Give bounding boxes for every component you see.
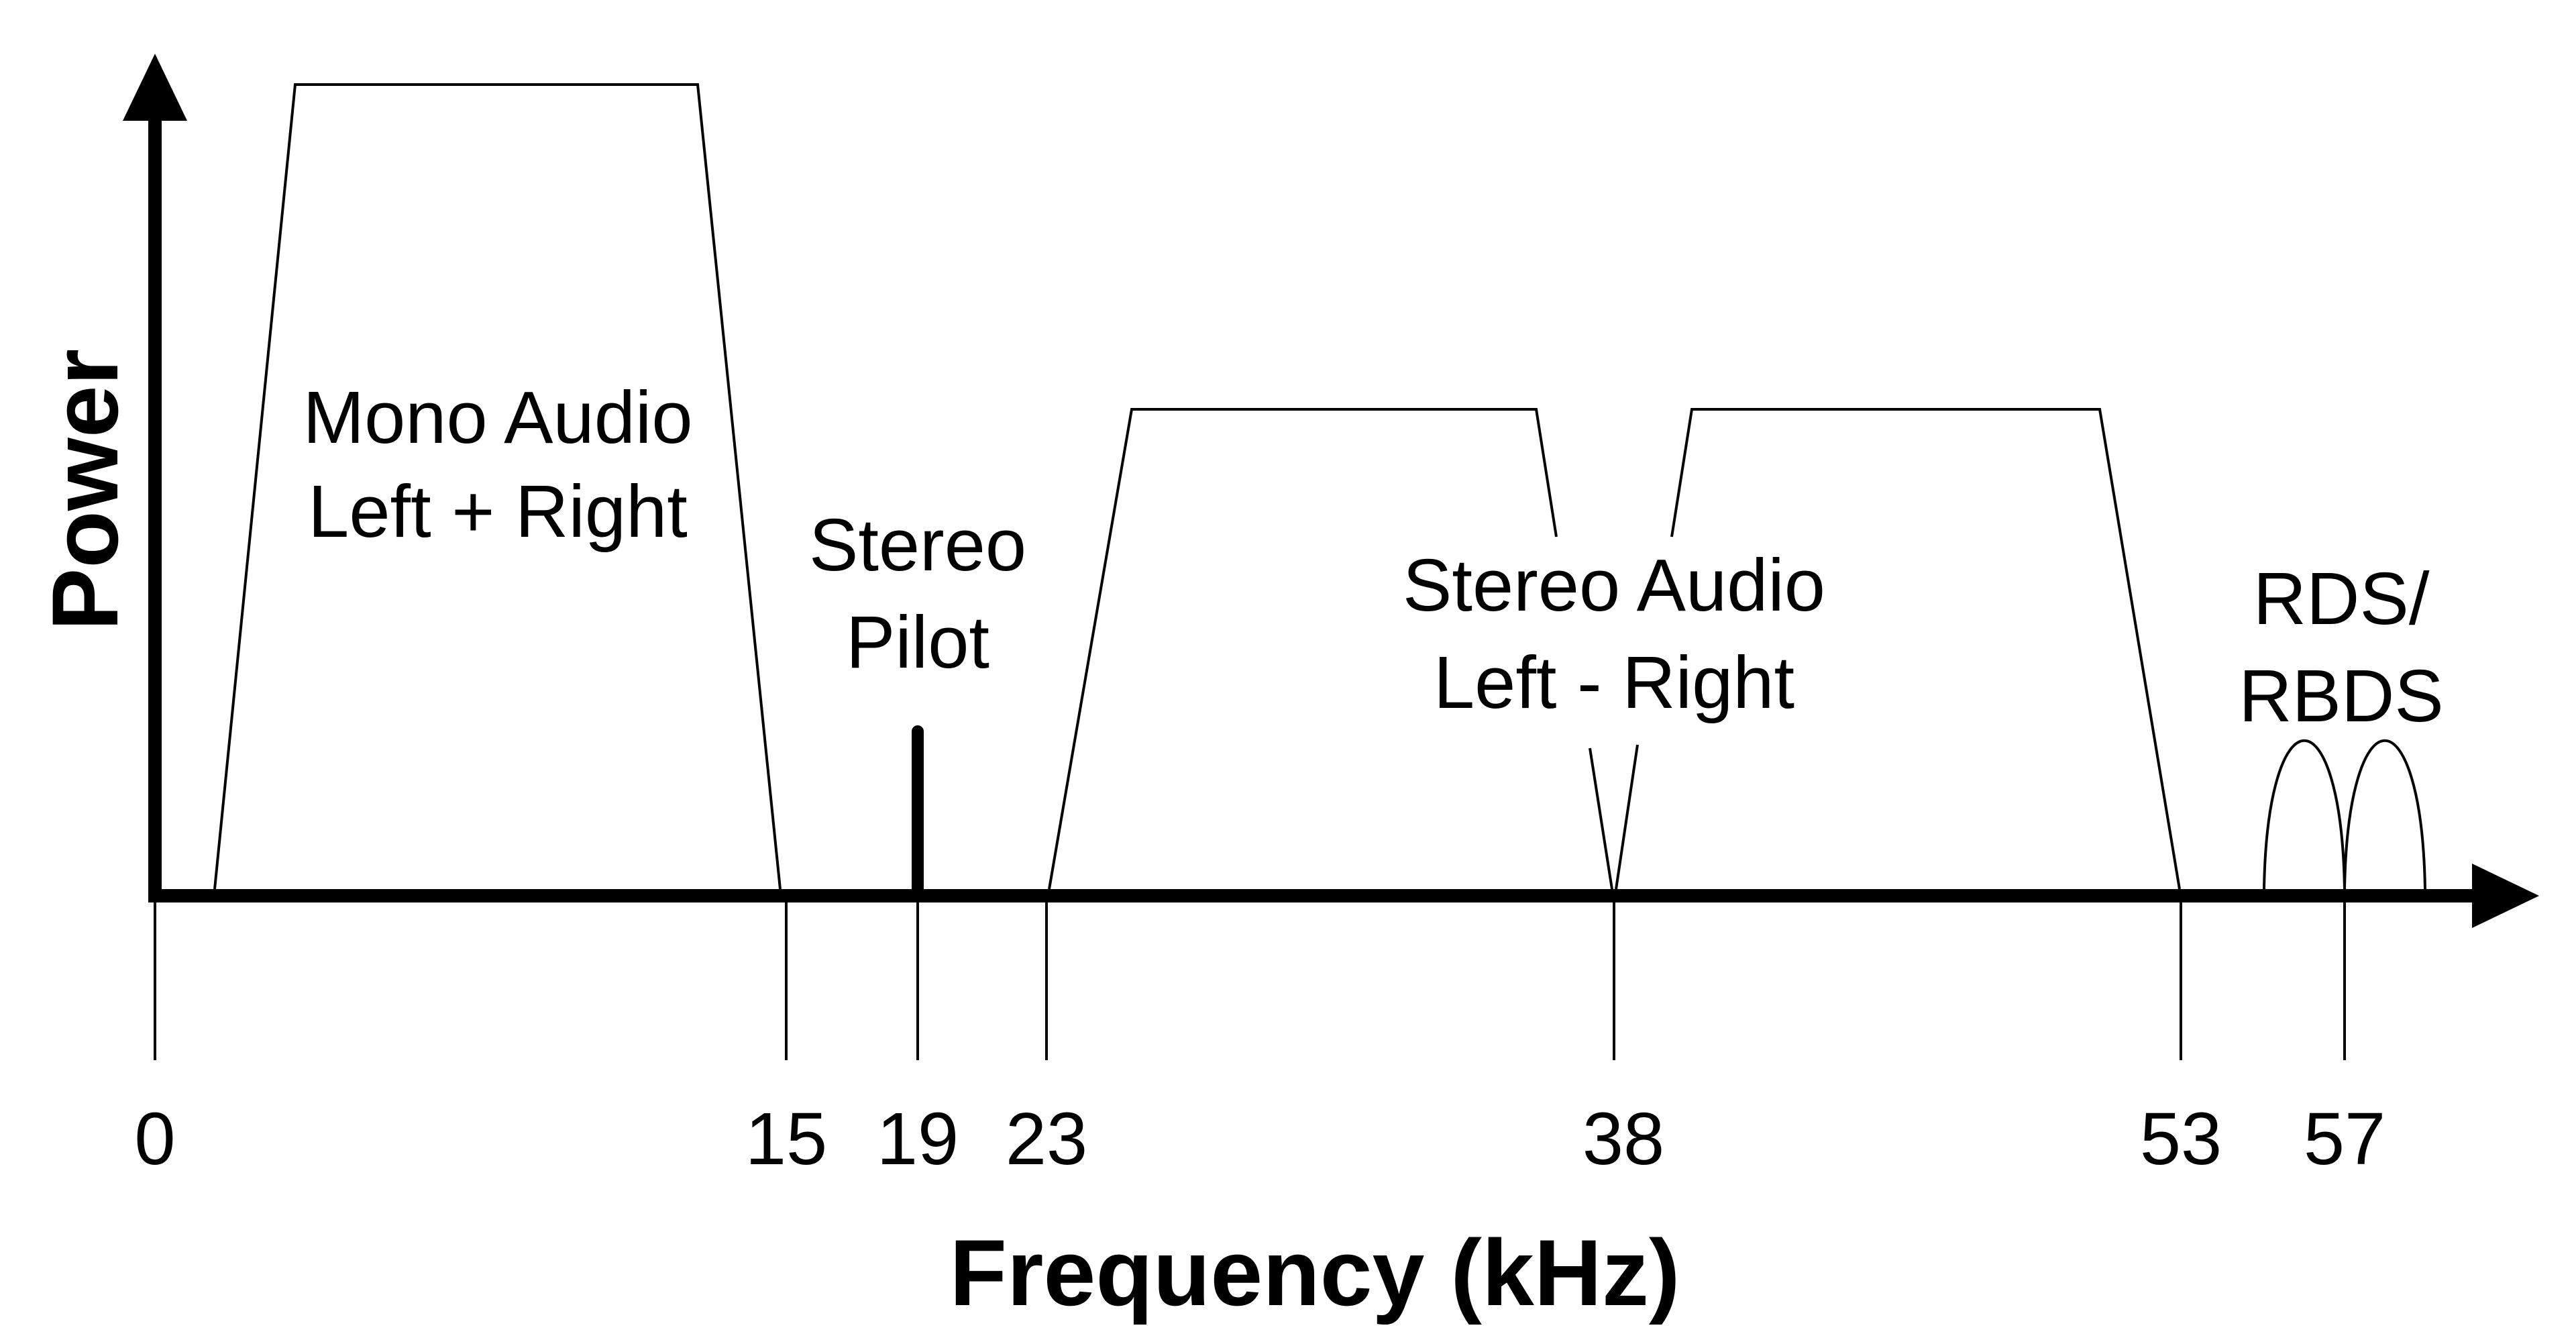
mono-audio-band-shape <box>213 83 782 890</box>
tick-lines <box>154 896 2346 1060</box>
x-axis-arrowhead <box>2472 864 2539 928</box>
tick-label-15: 15 <box>745 1098 827 1180</box>
stereo-upper-sideband-shape <box>1670 408 2181 890</box>
stereo-pilot-label-line1: Stereo <box>809 504 1026 586</box>
rds-upper-lobe <box>2343 739 2426 890</box>
tick-label-57: 57 <box>2304 1098 2385 1180</box>
x-axis-title: Frequency (kHz) <box>949 1220 1680 1325</box>
rds-label-line1: RDS/ <box>2253 558 2430 640</box>
stereo-audio-label-line2: Left - Right <box>1434 641 1794 724</box>
stereo-lower-sideband-edge <box>1589 747 1613 890</box>
y-axis-title: Power <box>32 349 138 631</box>
rds-label-line2: RBDS <box>2239 655 2444 737</box>
tick-label-0: 0 <box>134 1098 175 1180</box>
tick-label-38: 38 <box>1582 1098 1664 1180</box>
tick-label-19: 19 <box>877 1098 959 1180</box>
stereo-pilot-label-line2: Pilot <box>846 601 989 684</box>
tick-label-53: 53 <box>2140 1098 2222 1180</box>
stereo-audio-label-line1: Stereo Audio <box>1403 544 1825 627</box>
y-axis-arrowhead <box>123 54 187 121</box>
tick-label-23: 23 <box>1006 1098 1087 1180</box>
stereo-lower-sideband-shape <box>1048 408 1558 890</box>
rds-lower-lobe <box>2263 739 2346 890</box>
mono-audio-label-line1: Mono Audio <box>303 376 693 459</box>
stereo-upper-sideband-edge <box>1615 744 1639 890</box>
mono-audio-label-line2: Left + Right <box>308 470 688 553</box>
